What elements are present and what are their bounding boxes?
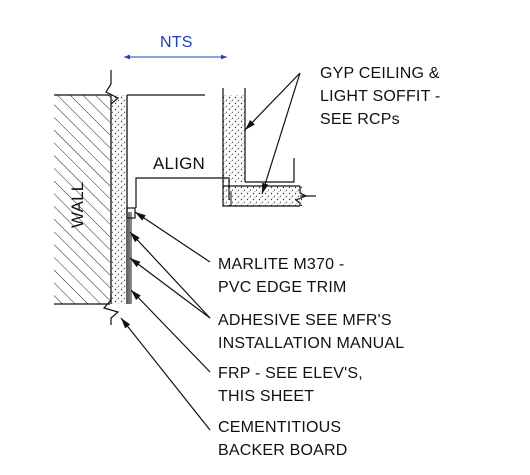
- callout-backer-line2: BACKER BOARD: [218, 442, 348, 459]
- callout-ceiling-line3: SEE RCPs: [320, 111, 400, 128]
- align-line: [135, 177, 230, 208]
- leader-lines: [120, 72, 301, 431]
- align-label: ALIGN: [153, 154, 206, 173]
- backer-board: [102, 70, 205, 325]
- callout-trim-line2: PVC EDGE TRIM: [218, 279, 347, 296]
- callout-frp-line1: FRP - SEE ELEV'S,: [218, 365, 363, 382]
- wall-label: WALL: [68, 181, 87, 228]
- callout-adhesive-line2: INSTALLATION MANUAL: [218, 335, 405, 352]
- scale-note: NTS: [160, 34, 193, 51]
- callout-frp-line2: THIS SHEET: [218, 388, 315, 405]
- callout-ceiling-line1: GYP CEILING &: [320, 65, 440, 82]
- callout-ceiling-line2: LIGHT SOFFIT -: [320, 88, 441, 105]
- wall-section: [54, 94, 110, 305]
- callout-adhesive-line1: ADHESIVE SEE MFR'S: [218, 312, 392, 329]
- callout-backer-line1: CEMENTITIOUS: [218, 419, 342, 436]
- callout-trim-line1: MARLITE M370 -: [218, 256, 345, 273]
- ceiling-soffit: [222, 88, 316, 207]
